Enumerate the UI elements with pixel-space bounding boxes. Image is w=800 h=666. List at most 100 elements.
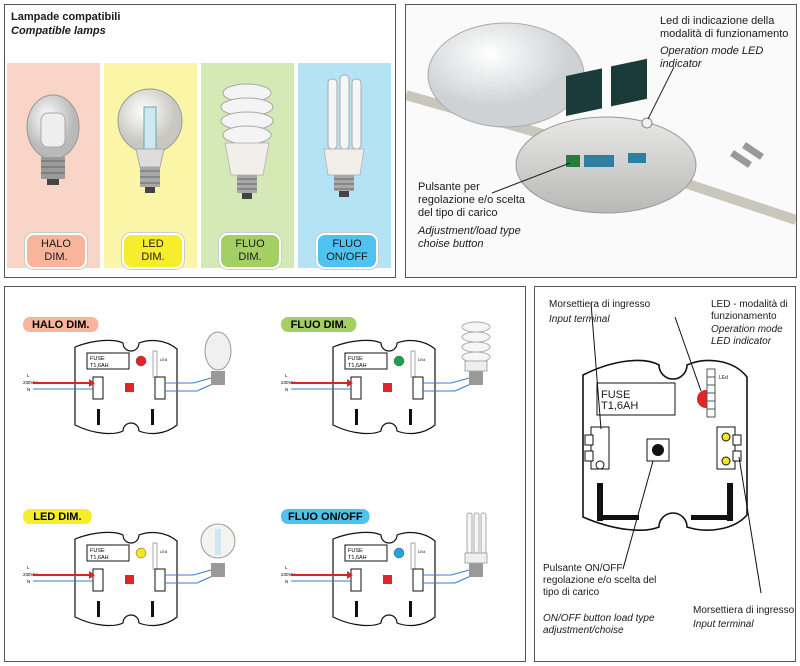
supply-l: L — [27, 373, 30, 378]
led-bulb-icon — [117, 88, 183, 193]
bracket-right — [409, 601, 412, 617]
lamp-neck — [464, 360, 488, 372]
adjust-button — [125, 575, 134, 584]
fuse-value: T1,6AH — [90, 363, 109, 369]
detail-button-label-en: ON/OFF button load type adjustment/chois… — [543, 613, 655, 636]
bracket-left — [97, 601, 100, 617]
led-bulb-icon — [200, 523, 236, 577]
mode-led — [393, 355, 405, 367]
fuse-label: FUSE — [348, 356, 363, 362]
lamp-base — [469, 563, 483, 577]
device-detail-diagram — [582, 302, 762, 594]
output-terminal — [412, 568, 424, 592]
lamp-base — [211, 563, 225, 577]
supply-arrow-head — [89, 379, 95, 387]
fluo-tube-bulb-icon — [323, 74, 365, 197]
fuse-value: T1,6AH — [348, 363, 367, 369]
supply-v: 230Vac — [23, 380, 39, 385]
halogen-bulb-icon — [26, 94, 80, 185]
side-label: LEd — [418, 357, 425, 362]
mode-led — [393, 547, 405, 559]
lamp-glass — [204, 331, 232, 371]
halogen-bulb-icon — [204, 331, 232, 385]
detail-panel: Morsettiera di ingresso Input terminal L… — [534, 286, 796, 662]
mode-badge — [23, 509, 92, 524]
load-wire-1 — [165, 376, 216, 384]
mode-badge-label: FLUO ON/OFF — [288, 511, 363, 523]
fuse-label: FUSE — [90, 356, 105, 362]
spiral-2 — [461, 341, 491, 353]
load-wire-1 — [423, 568, 474, 576]
lamp-base — [211, 371, 225, 385]
device-photo-panel: Led di indicazione della modalità di fun… — [405, 4, 797, 278]
fuse-value: T1,6AH — [90, 555, 109, 561]
photo-button-label-en: Adjustment/load type choise button — [418, 225, 521, 250]
detail-led-label-it: LED - modalità di funzionamento — [711, 299, 788, 322]
detail-input-label-it: Morsettiera di ingresso — [549, 299, 651, 310]
fuse-box — [86, 352, 130, 370]
led-scale — [410, 542, 416, 570]
input-terminal — [350, 568, 362, 592]
supply-l: L — [27, 565, 30, 570]
bracket-right — [409, 409, 412, 425]
detail-side-label: LEd — [719, 375, 728, 381]
lamp-led-strip — [215, 529, 221, 555]
detail-button-label-it: Pulsante ON/OFF regolazione e/o scelta d… — [543, 563, 657, 598]
lamp-neck — [464, 552, 488, 564]
supply-arrow-head — [347, 379, 353, 387]
load-wire-2 — [165, 574, 216, 584]
compatible-lamps-panel: Lampade compatibili Compatible lamps HAL… — [4, 4, 396, 278]
supply-v: 230Vac — [281, 380, 297, 385]
adjust-button — [383, 575, 392, 584]
supply-l: L — [285, 373, 288, 378]
photo-button-label-it: Pulsante per regolazione e/o scelta del … — [418, 181, 526, 219]
load-wire-2 — [423, 382, 474, 392]
mode-badge-label: HALO DIM. — [32, 319, 89, 331]
photo-led-label-it: Led di indicazione della modalità di fun… — [660, 15, 789, 40]
supply-l: L — [285, 565, 288, 570]
bracket-right — [151, 601, 154, 617]
tube-bulb-icon — [464, 512, 488, 577]
input-terminal — [92, 376, 104, 400]
mode-badge-label: LED DIM. — [33, 511, 81, 523]
bracket-left — [97, 409, 100, 425]
supply-n: N — [27, 387, 30, 392]
detail-led-label-en: Operation mode LED indicator — [711, 324, 783, 347]
adjust-button — [383, 383, 392, 392]
supply-arrow-head — [347, 571, 353, 579]
fuse-label: FUSE — [348, 548, 363, 554]
fuse-label: FUSE — [90, 548, 105, 554]
adjust-button — [125, 383, 134, 392]
load-wire-1 — [165, 568, 216, 576]
supply-n: N — [27, 579, 30, 584]
spiral-0 — [461, 321, 491, 333]
side-label: LEd — [418, 549, 425, 554]
detail-output-label-en: Input terminal — [693, 619, 754, 630]
device-photo — [406, 22, 796, 225]
compat-title-it: Lampade compatibili — [11, 11, 121, 23]
side-label: LEd — [160, 549, 167, 554]
bracket-left — [355, 409, 358, 425]
supply-v: 230Vac — [281, 572, 297, 577]
side-label: LEd — [160, 357, 167, 362]
tube-1 — [473, 512, 480, 554]
lamp-base — [469, 371, 483, 385]
spiral-bulb-icon — [461, 321, 491, 385]
output-terminal — [412, 376, 424, 400]
mode-badge-label: FLUO DIM. — [291, 319, 347, 331]
load-wire-2 — [423, 574, 474, 584]
supply-arrow-head — [89, 571, 95, 579]
fuse-box — [596, 382, 676, 416]
mode-led — [135, 355, 147, 367]
mode-badge — [281, 509, 370, 524]
detail-input-label-en: Input terminal — [549, 314, 610, 325]
